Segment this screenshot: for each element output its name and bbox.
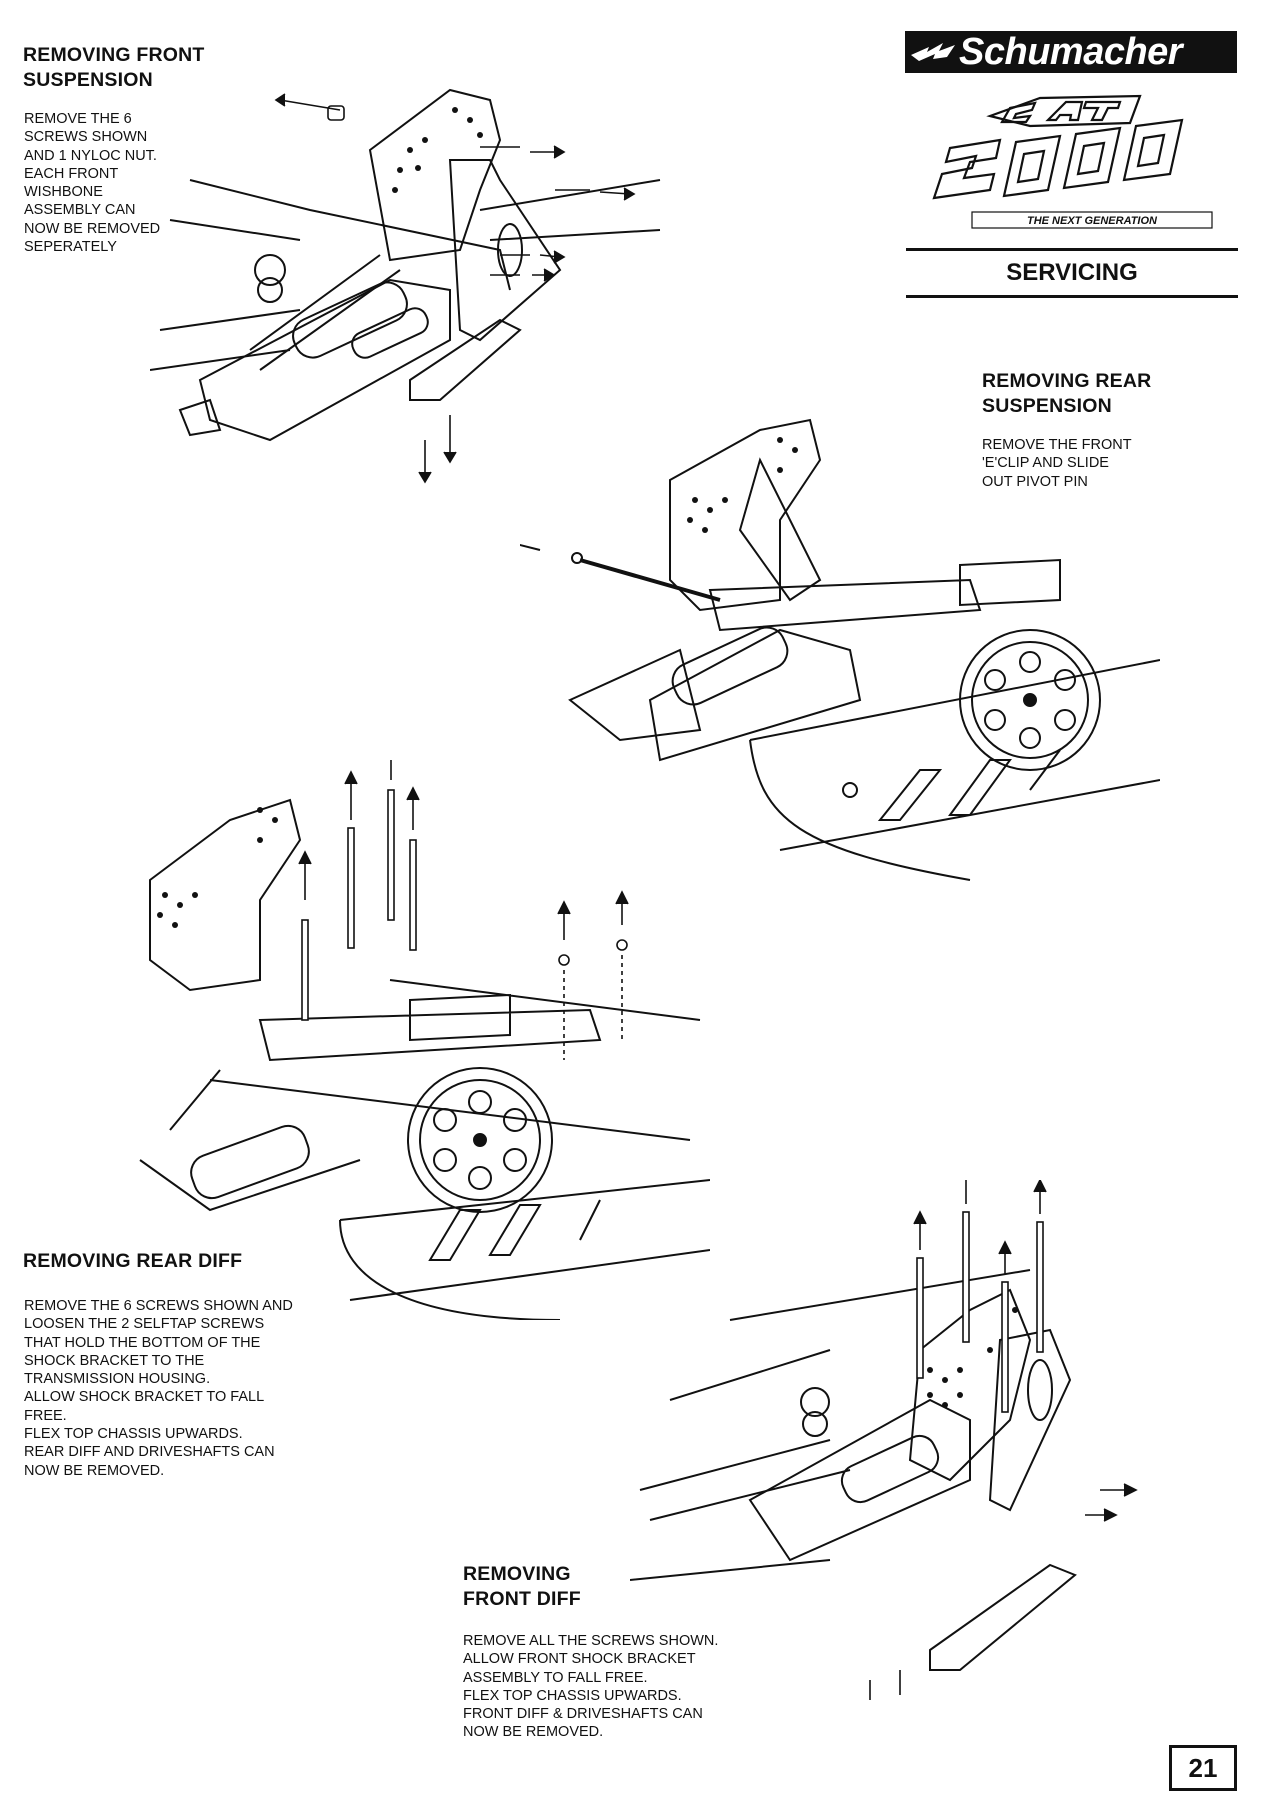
rear-suspension-figure [520, 418, 1160, 881]
rear-diff-title: REMOVING REAR DIFF [23, 1249, 323, 1274]
rear-suspension-title-line: REMOVING REAR [982, 370, 1152, 392]
rear-diff-title-line: REMOVING REAR DIFF [23, 1250, 243, 1272]
rear-diff-instructions: REMOVE THE 6 SCREWS SHOWN AND LOOSEN THE… [24, 1297, 324, 1480]
front-diff-title: REMOVING FRONT DIFF [463, 1562, 683, 1612]
instruction-line: ALLOW SHOCK BRACKET TO FALL [24, 1389, 265, 1406]
header-rule-top [906, 248, 1238, 251]
front-suspension-title-line: SUSPENSION [23, 69, 153, 91]
instruction-line: EACH FRONT [24, 165, 119, 182]
instruction-line: SCREWS SHOWN [24, 129, 148, 146]
front-diff-title-line: FRONT DIFF [463, 1588, 581, 1610]
instruction-line: FREE. [24, 1407, 67, 1424]
instruction-line: NOW BE REMOVED. [24, 1462, 165, 1479]
front-diff-figure [630, 1180, 1138, 1700]
front-diff-title-line: REMOVING [463, 1563, 571, 1585]
instruction-line: ALLOW FRONT SHOCK BRACKET [463, 1651, 696, 1668]
front-suspension-title-line: REMOVING FRONT [23, 44, 205, 66]
front-suspension-title: REMOVING FRONT SUSPENSION [23, 43, 283, 93]
brand-wing-icon [911, 43, 955, 61]
instruction-line: NOW BE REMOVED. [463, 1724, 604, 1741]
rear-suspension-title: REMOVING REAR SUSPENSION [982, 369, 1222, 419]
header-rule-bottom [906, 295, 1238, 298]
instruction-line: FLEX TOP CHASSIS UPWARDS. [24, 1426, 243, 1443]
instruction-line: LOOSEN THE 2 SELFTAP SCREWS [24, 1316, 265, 1333]
instruction-line: OUT PIVOT PIN [982, 473, 1088, 490]
rear-suspension-title-line: SUSPENSION [982, 395, 1112, 417]
instruction-line: SHOCK BRACKET TO THE [24, 1352, 205, 1369]
front-diff-instructions: REMOVE ALL THE SCREWS SHOWN. ALLOW FRONT… [463, 1632, 743, 1742]
instruction-line: SEPERATELY [24, 239, 117, 256]
brand-name: Schumacher [959, 31, 1183, 73]
instruction-line: REMOVE THE FRONT [982, 437, 1132, 453]
front-suspension-instructions: REMOVE THE 6 SCREWS SHOWN AND 1 NYLOC NU… [24, 110, 204, 256]
instruction-line: TRANSMISSION HOUSING. [24, 1371, 211, 1388]
instruction-line: ASSEMBLY TO FALL FREE. [463, 1669, 648, 1686]
instruction-line: REAR DIFF AND DRIVESHAFTS CAN [24, 1444, 275, 1461]
front-suspension-figure [150, 88, 661, 484]
instruction-line: ASSEMBLY CAN [24, 202, 136, 219]
page-number: 21 [1169, 1745, 1237, 1791]
cat-2000-logo: THE NEXT GENERATION [932, 94, 1213, 229]
brand-logo-bar: Schumacher [905, 31, 1237, 73]
model-tagline: THE NEXT GENERATION [1027, 215, 1158, 227]
instruction-line: FLEX TOP CHASSIS UPWARDS. [463, 1687, 682, 1704]
instruction-line: THAT HOLD THE BOTTOM OF THE [24, 1334, 261, 1351]
instruction-line: 'E'CLIP AND SLIDE [982, 455, 1109, 472]
instruction-line: AND 1 NYLOC NUT. [24, 147, 157, 164]
rear-suspension-instructions: REMOVE THE FRONT 'E'CLIP AND SLIDE OUT P… [982, 436, 1182, 491]
instruction-line: WISHBONE [24, 184, 103, 201]
instruction-line: REMOVE THE 6 SCREWS SHOWN AND [24, 1298, 293, 1314]
instruction-line: FRONT DIFF & DRIVESHAFTS CAN [463, 1706, 703, 1723]
section-label: SERVICING [1006, 259, 1138, 286]
instruction-line: REMOVE THE 6 [24, 111, 132, 127]
instruction-line: NOW BE REMOVED [24, 220, 161, 237]
instruction-line: REMOVE ALL THE SCREWS SHOWN. [463, 1633, 719, 1649]
rear-diff-figure [139, 760, 710, 1320]
